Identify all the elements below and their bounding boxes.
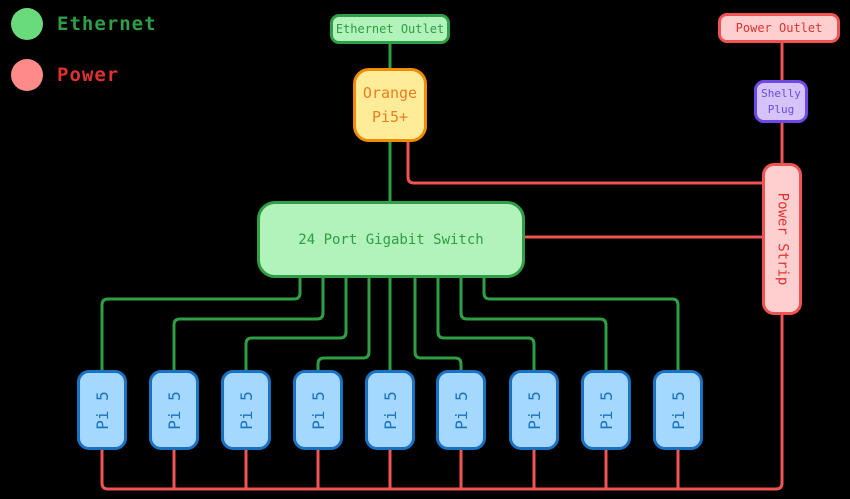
node-power-strip: Power Strip [762, 163, 802, 315]
ethernet-wire-switch-to-pi1 [100, 276, 302, 373]
pi5-7-label: Pi 5 [524, 390, 544, 430]
ethernet-wire-switch-to-pi4 [316, 276, 371, 373]
node-pi5-6: Pi 5 [436, 370, 486, 450]
power-outlet-label: Power Outlet [735, 21, 823, 35]
node-pi5-5: Pi 5 [365, 370, 415, 450]
node-pi5-4: Pi 5 [293, 370, 343, 450]
ethernet-wire-switch-to-pi9 [482, 276, 680, 373]
power-legend-dot-icon [11, 59, 43, 91]
pi5-9-label: Pi 5 [668, 390, 688, 430]
node-pi5-9: Pi 5 [653, 370, 703, 450]
pi5-1-label: Pi 5 [92, 390, 112, 430]
ethernet-legend-label: Ethernet [57, 13, 157, 35]
node-pi5-3: Pi 5 [221, 370, 271, 450]
node-ethernet-outlet: Ethernet Outlet [330, 14, 450, 44]
pi5-6-label: Pi 5 [451, 390, 471, 430]
ethernet-wire-switch-to-pi3 [244, 276, 348, 373]
node-pi5-8: Pi 5 [581, 370, 631, 450]
node-pi5-7: Pi 5 [509, 370, 559, 450]
ethernet-wire-switch-to-pi7 [436, 276, 536, 373]
pi5-2-label: Pi 5 [164, 390, 184, 430]
ethernet-wire-switch-to-pi2 [172, 276, 325, 373]
legend-item-ethernet: Ethernet [11, 8, 157, 40]
pi5-5-label: Pi 5 [380, 390, 400, 430]
node-gigabit-switch: 24 Port Gigabit Switch [257, 201, 525, 278]
ethernet-wire-switch-to-pi8 [459, 276, 608, 373]
ethernet-outlet-label: Ethernet Outlet [335, 22, 445, 36]
ethernet-wire-switch-to-pi6 [413, 276, 463, 373]
power-bus-to-strip [100, 313, 784, 491]
node-pi5-1: Pi 5 [77, 370, 127, 450]
power-strip-label: Power Strip [774, 192, 790, 286]
legend-item-power: Power [11, 59, 119, 91]
node-power-outlet: Power Outlet [718, 13, 840, 43]
gigabit-switch-label: 24 Port Gigabit Switch [298, 231, 484, 248]
pi5-8-label: Pi 5 [596, 390, 616, 430]
node-pi5-2: Pi 5 [149, 370, 199, 450]
power-wire-orangepi-to-strip [406, 140, 764, 185]
pi5-4-label: Pi 5 [308, 390, 328, 430]
pi5-3-label: Pi 5 [236, 390, 256, 430]
power-legend-label: Power [57, 64, 120, 86]
ethernet-legend-dot-icon [11, 8, 43, 40]
